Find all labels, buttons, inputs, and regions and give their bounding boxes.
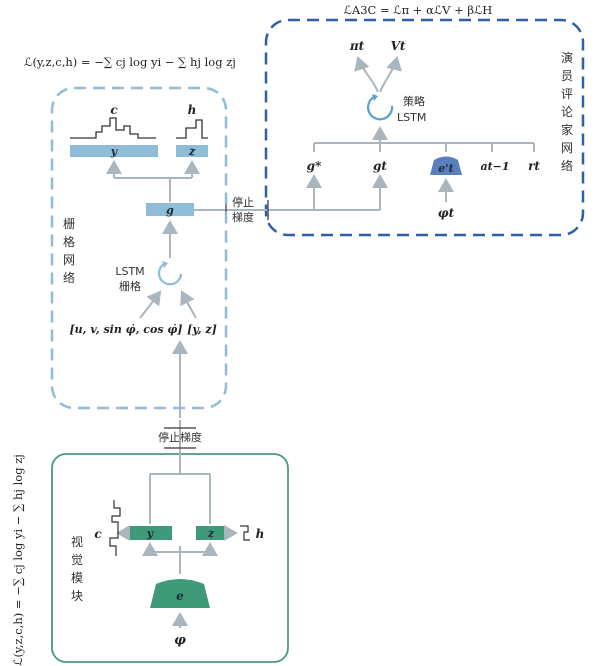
previous-action-label: at−1 bbox=[480, 160, 509, 173]
vision-place-histogram bbox=[109, 500, 121, 556]
grid-cell-network: ℒ(y,z,c,h) = −∑ cj log yi − ∑ hj log zj … bbox=[24, 55, 236, 418]
vision-frame bbox=[51, 453, 289, 663]
actor-critic-frame bbox=[264, 18, 585, 237]
actor-critic-network: ℒA3C = ℒπ + αℒV + βℒH 演 员 评 论 家 网 络 πt V… bbox=[264, 3, 585, 237]
svg-text:论: 论 bbox=[561, 105, 573, 119]
svg-text:格: 格 bbox=[63, 234, 75, 249]
grid-lstm-label-1: LSTM bbox=[115, 265, 144, 278]
reward-label: rt bbox=[528, 159, 540, 173]
yz-input-label: [y, z] bbox=[187, 323, 217, 336]
phi-t-label: φt bbox=[438, 206, 455, 220]
policy-output-label: πt bbox=[349, 39, 365, 53]
svg-text:e: e bbox=[176, 589, 184, 603]
svg-text:z: z bbox=[188, 145, 196, 158]
policy-lstm-label-1: 策略 bbox=[403, 94, 425, 108]
vision-loss-formula: ℒ(y,z,c,h) = −∑ cj log yi − ∑ hj log zj bbox=[11, 454, 25, 666]
svg-text:c: c bbox=[94, 527, 102, 541]
policy-lstm-label-2: LSTM bbox=[397, 111, 426, 124]
svg-text:h: h bbox=[256, 527, 265, 541]
svg-text:评: 评 bbox=[561, 87, 573, 101]
svg-text:络: 络 bbox=[63, 270, 75, 285]
head-cell-output-label: h bbox=[188, 103, 197, 117]
vision-y-layer bbox=[128, 526, 172, 540]
vision-phi-input-label: φ bbox=[174, 633, 186, 648]
vision-head-histogram bbox=[240, 525, 250, 541]
svg-text:停止梯度: 停止梯度 bbox=[158, 430, 202, 444]
svg-text:z: z bbox=[207, 527, 215, 540]
svg-text:视: 视 bbox=[71, 534, 83, 549]
svg-text:g: g bbox=[166, 204, 174, 217]
actor-critic-title: 演 员 评 论 家 网 络 bbox=[561, 50, 573, 173]
goal-grid-code-label: g* bbox=[307, 159, 322, 173]
grid-y-layer bbox=[70, 145, 158, 157]
grid-lstm-cycle-icon bbox=[157, 261, 183, 286]
a3c-loss-formula: ℒA3C = ℒπ + αℒV + βℒH bbox=[344, 3, 493, 17]
svg-text:家: 家 bbox=[561, 122, 573, 137]
grid-loss-formula: ℒ(y,z,c,h) = −∑ cj log yi − ∑ hj log zj bbox=[24, 55, 236, 69]
velocity-input-label: [u, v, sin φ̇, cos φ̇] bbox=[69, 323, 182, 336]
svg-text:y: y bbox=[146, 527, 155, 540]
svg-text:员: 员 bbox=[561, 69, 573, 83]
grid-code-g-layer bbox=[146, 203, 194, 216]
svg-text:觉: 觉 bbox=[71, 553, 83, 567]
stop-gradient-middle: 停止梯度 bbox=[158, 420, 202, 450]
vision-title: 视 觉 模 块 bbox=[71, 534, 83, 603]
svg-text:网: 网 bbox=[63, 253, 75, 267]
grid-cell-frame bbox=[50, 86, 228, 410]
value-output-label: Vt bbox=[391, 39, 406, 53]
vision-z-layer bbox=[196, 526, 226, 540]
svg-text:栅: 栅 bbox=[63, 216, 75, 231]
svg-text:演: 演 bbox=[561, 50, 573, 65]
svg-text:块: 块 bbox=[71, 589, 83, 603]
current-grid-code-label: gt bbox=[373, 159, 387, 173]
svg-text:网: 网 bbox=[561, 141, 573, 155]
grid-lstm-label-2: 栅格 bbox=[119, 279, 141, 293]
svg-text:停止: 停止 bbox=[232, 195, 254, 209]
grid-z-layer bbox=[176, 145, 208, 157]
head-cell-histogram bbox=[176, 119, 208, 139]
svg-text:y: y bbox=[110, 145, 119, 158]
place-cell-output-label: c bbox=[110, 103, 118, 117]
svg-text:梯度: 梯度 bbox=[232, 210, 254, 224]
grid-cell-title: 栅 格 网 络 bbox=[63, 216, 75, 285]
policy-lstm-cycle-icon bbox=[366, 94, 394, 121]
vision-encoder-e-shape bbox=[150, 579, 210, 608]
place-cell-histogram bbox=[70, 117, 156, 139]
encoder-e-prime-shape bbox=[430, 156, 462, 175]
visual-feature-label: e't bbox=[438, 162, 453, 175]
svg-text:模: 模 bbox=[71, 571, 83, 585]
vision-module: 视 觉 模 块 y z c h e φ bbox=[51, 450, 289, 663]
svg-text:络: 络 bbox=[561, 158, 573, 173]
stop-gradient-right: 停止 梯度 bbox=[180, 195, 269, 224]
